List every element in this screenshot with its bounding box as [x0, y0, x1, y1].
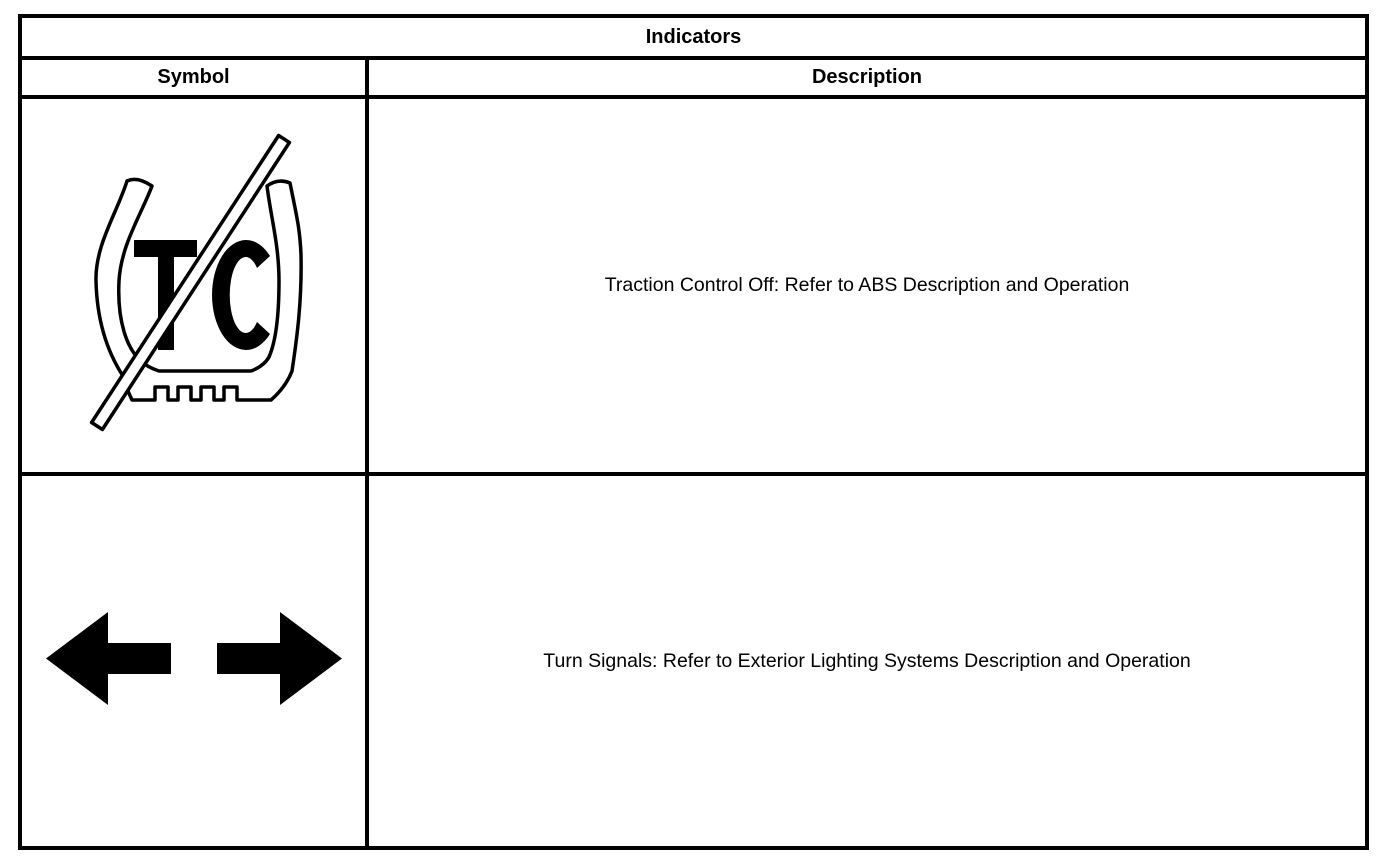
indicators-table: Indicators Symbol Description [17, 14, 1370, 850]
symbol-cell-turn-signals [18, 472, 369, 850]
description-cell: Traction Control Off: Refer to ABS Descr… [364, 95, 1370, 476]
description-cell: Turn Signals: Refer to Exterior Lighting… [364, 472, 1370, 850]
column-header-description: Description [364, 56, 1370, 99]
table-header-row: Symbol Description [18, 56, 1370, 99]
turn-signals-icon [44, 610, 344, 707]
table-row: Turn Signals: Refer to Exterior Lighting… [18, 472, 1370, 850]
symbol-cell-traction-control [18, 95, 369, 476]
column-header-symbol: Symbol [18, 56, 369, 99]
table-title-row: Indicators [17, 14, 1370, 60]
traction-control-off-icon [79, 133, 309, 433]
table-title: Indicators [17, 14, 1370, 60]
table-row: Traction Control Off: Refer to ABS Descr… [18, 95, 1370, 476]
